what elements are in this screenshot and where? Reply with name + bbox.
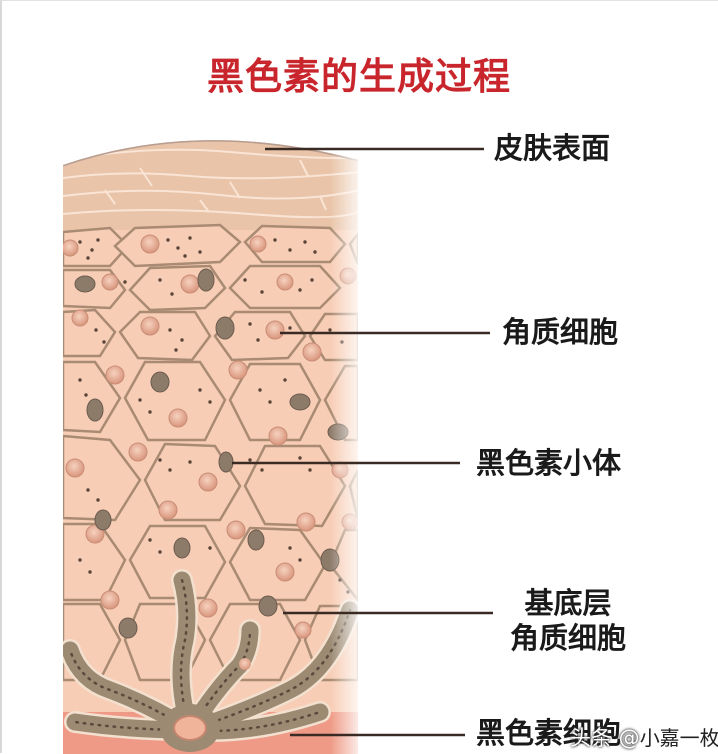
watermark-prefix: 头条 @ — [570, 726, 640, 750]
label-skin-surface: 皮肤表面 — [494, 131, 611, 165]
leader-lines — [232, 147, 493, 737]
watermark: 头条 @小嘉一枚 — [570, 722, 718, 752]
label-melanocyte: 黑色素细胞 — [476, 716, 622, 750]
label-basal-keratinocyte-line1: 基底层 — [524, 586, 612, 620]
watermark-author: 小嘉一枚 — [639, 726, 718, 750]
diagram-title: 黑色素的生成过程 — [207, 55, 511, 98]
label-basal-keratinocyte: 基底层 角质细胞 — [498, 586, 638, 656]
pigment-granules — [78, 236, 350, 594]
stratum-corneum — [63, 140, 358, 230]
label-melanosome: 黑色素小体 — [476, 446, 622, 480]
label-keratinocyte: 角质细胞 — [502, 315, 619, 349]
label-basal-keratinocyte-line2: 角质细胞 — [509, 620, 626, 655]
